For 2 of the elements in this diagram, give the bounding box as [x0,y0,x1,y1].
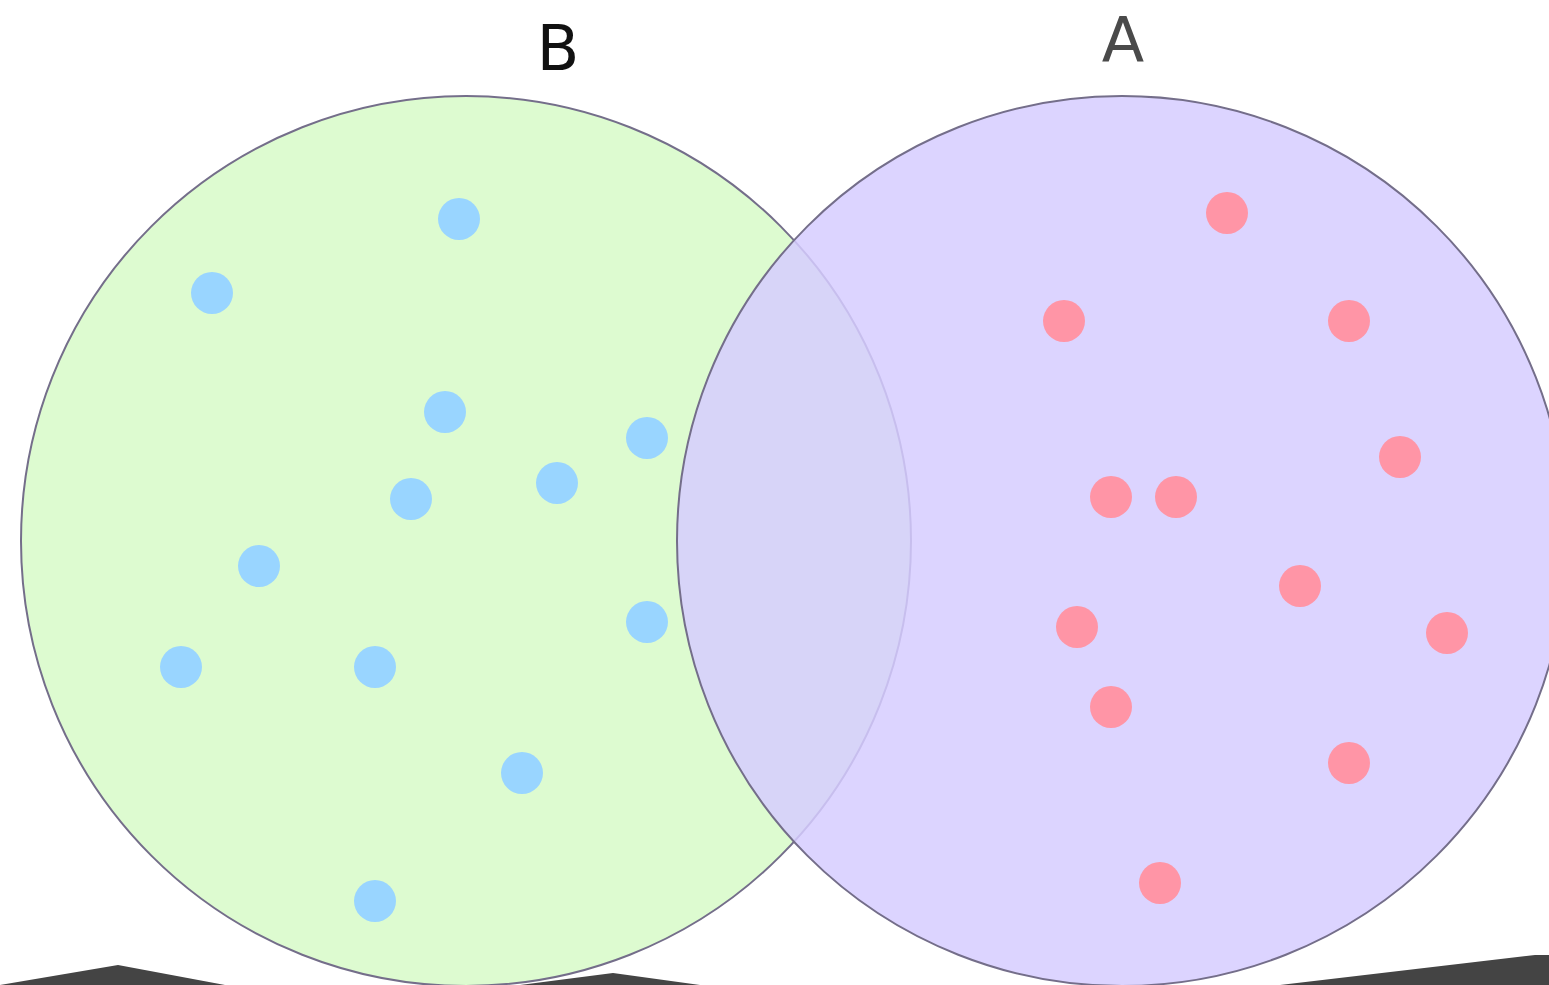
set-label: B [535,18,581,80]
set-label: A [1100,10,1146,72]
